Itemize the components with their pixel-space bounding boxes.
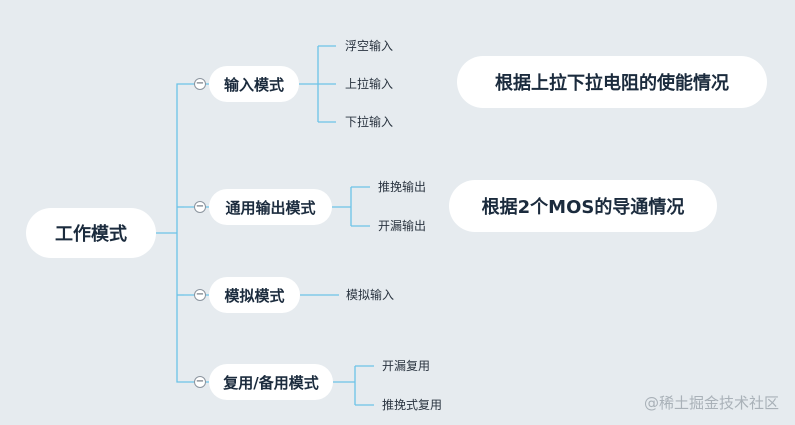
note-label: 根据上拉下拉电阻的使能情况: [495, 73, 729, 94]
branch-node-output-mode[interactable]: 通用输出模式: [209, 189, 332, 225]
collapse-toggle-icon[interactable]: −: [194, 78, 206, 90]
branch-node-alternate-mode[interactable]: 复用/备用模式: [209, 364, 333, 400]
leaf-node[interactable]: 推挽式复用: [382, 398, 443, 412]
root-node[interactable]: 工作模式: [26, 208, 156, 258]
leaf-node[interactable]: 推挽输出: [378, 180, 427, 194]
branch-label: 通用输出模式: [225, 198, 316, 217]
leaf-node[interactable]: 开漏输出: [378, 219, 427, 233]
note-mos-conduction: 根据2个MOS的导通情况: [449, 180, 717, 232]
branch-4-leaf-connectors: [333, 365, 374, 406]
root-label: 工作模式: [55, 224, 127, 245]
leaf-node[interactable]: 浮空输入: [345, 39, 394, 53]
trunk-line: [176, 83, 184, 383]
branch-1-leaf-connectors: [299, 45, 336, 123]
leaf-node[interactable]: 模拟输入: [346, 288, 395, 302]
note-pullup-pulldown: 根据上拉下拉电阻的使能情况: [457, 56, 767, 108]
branch-label: 复用/备用模式: [223, 373, 319, 392]
branch-label: 输入模式: [223, 75, 284, 94]
collapse-toggle-icon[interactable]: −: [194, 289, 206, 301]
branch-node-input-mode[interactable]: 输入模式: [209, 66, 299, 102]
branch-node-analog-mode[interactable]: 模拟模式: [209, 277, 300, 313]
leaf-node[interactable]: 下拉输入: [345, 115, 394, 129]
branch-2-leaf-connectors: [332, 186, 370, 227]
collapse-toggle-icon[interactable]: −: [194, 201, 206, 213]
branch-label: 模拟模式: [224, 286, 285, 305]
leaf-node[interactable]: 上拉输入: [345, 77, 394, 91]
collapse-toggle-icon[interactable]: −: [194, 376, 206, 388]
watermark: @稀土掘金技术社区: [643, 394, 779, 412]
note-label: 根据2个MOS的导通情况: [481, 197, 685, 218]
leaf-node[interactable]: 开漏复用: [382, 359, 431, 373]
